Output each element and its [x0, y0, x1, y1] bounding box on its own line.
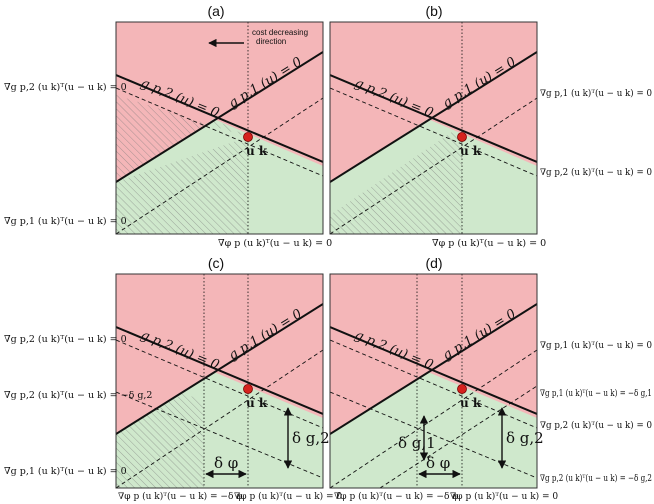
panel-frame: [329, 273, 538, 489]
g2-curve: [330, 74, 537, 163]
point-label: u k: [460, 144, 482, 158]
g2-curve: [116, 326, 323, 415]
g2-curve: [116, 74, 323, 163]
right-label-g1-shifted: ∇g p,1 (u k)ᵀ(u − u k) = −δ g,1: [540, 388, 652, 399]
g2-tangent: [116, 87, 323, 177]
panel-d: (d) u k g p,1 (u) = 0 g p,2 (u) = 0 δ g,…: [329, 255, 652, 502]
g1-tangent: [116, 97, 323, 234]
right-label-g2: ∇g p,2 (u k)ᵀ(u − u k) = 0: [540, 420, 652, 431]
panel-b: (b) u k g p,1 (u) = 0 g p,2 (u) = 0 ∇g p…: [329, 3, 652, 249]
point-label: u k: [246, 144, 268, 158]
panel-title: (c): [208, 255, 224, 271]
left-label-g2-shifted: ∇g p,2 (u k)ᵀ(u − u k) = −δ g,2: [4, 390, 152, 401]
delta-g1-label: δ g,1: [398, 434, 436, 452]
g1-curve: [330, 51, 537, 183]
g1-curve: [116, 51, 323, 183]
point-uk: [243, 384, 253, 394]
delta-phi-label: δ φ: [214, 454, 238, 472]
hatched-region: [330, 132, 462, 234]
g2-shifted-tangent: [330, 391, 537, 479]
g1-curve: [330, 303, 537, 435]
g1-shifted-tangent: [379, 385, 537, 488]
bottom-label-phi: ∇φ p (u k)ᵀ(u − u k) = 0: [432, 238, 546, 249]
right-label-g1: ∇g p,1 (u k)ᵀ(u − u k) = 0: [540, 88, 652, 99]
delta-g2-label: δ g,2: [292, 429, 330, 447]
g2-tangent: [330, 339, 537, 429]
bottom-label-phi: ∇φ p (u k)ᵀ(u − u k) = 0: [450, 491, 558, 502]
point-label: u k: [246, 396, 268, 410]
g2-tangent: [116, 339, 323, 429]
left-label-g2: ∇g p,2 (u k)ᵀ(u − u k) = 0: [4, 334, 127, 345]
panel-a: (a) u k g p,1 (u) = 0 g p,2 (u) = 0 cost…: [4, 3, 332, 249]
left-label-g1: ∇g p,1 (u k)ᵀ(u − u k) = 0: [4, 216, 127, 227]
left-label-g2: ∇g p,2 (u k)ᵀ(u − u k) = 0: [4, 82, 127, 93]
point-label: u k: [460, 396, 482, 410]
bottom-label-phi-shifted: ∇φ p (u k)ᵀ(u − u k) = −δ φ: [118, 491, 243, 502]
right-label-g2: ∇g p,2 (u k)ᵀ(u − u k) = 0: [540, 167, 652, 178]
panel-title: (d): [425, 255, 442, 271]
delta-phi-label: δ φ: [426, 454, 450, 472]
g2-tangent: [330, 87, 537, 177]
hatched-region: [116, 393, 204, 488]
panel-frame: [329, 21, 538, 235]
panel-frame: [115, 273, 324, 489]
cost-note-line1: cost decreasing: [252, 28, 308, 37]
bottom-label-phi-shifted: ∇φ p (u k)ᵀ(u − u k) = −δ φ: [334, 491, 459, 502]
point-uk: [457, 384, 467, 394]
point-uk: [457, 132, 467, 142]
bottom-label-phi: ∇φ p (u k)ᵀ(u − u k) = 0: [234, 491, 342, 502]
g2-shifted-tangent: [116, 391, 323, 479]
right-label-g2-shifted: ∇g p,2 (u k)ᵀ(u − u k) = −δ g,2: [540, 473, 652, 484]
right-label-g1: ∇g p,1 (u k)ᵀ(u − u k) = 0: [540, 340, 652, 351]
g1-tangent: [330, 97, 537, 234]
left-label-g1: ∇g p,1 (u k)ᵀ(u − u k) = 0: [4, 466, 127, 477]
panel-frame: [115, 21, 324, 235]
bottom-label-phi: ∇φ p (u k)ᵀ(u − u k) = 0: [218, 238, 332, 249]
delta-g2-label: δ g,2: [506, 429, 544, 447]
point-uk: [243, 132, 253, 142]
feasible-region: [330, 372, 537, 488]
g2-curve: [330, 326, 537, 415]
panel-title: (b): [425, 3, 442, 19]
panel-c: (c) u k g p,1 (u) = 0 g p,2 (u) = 0 δ g,…: [4, 255, 342, 502]
panel-title: (a): [207, 3, 224, 19]
cost-note-line2: direction: [256, 37, 286, 46]
g1-curve: [116, 303, 323, 435]
